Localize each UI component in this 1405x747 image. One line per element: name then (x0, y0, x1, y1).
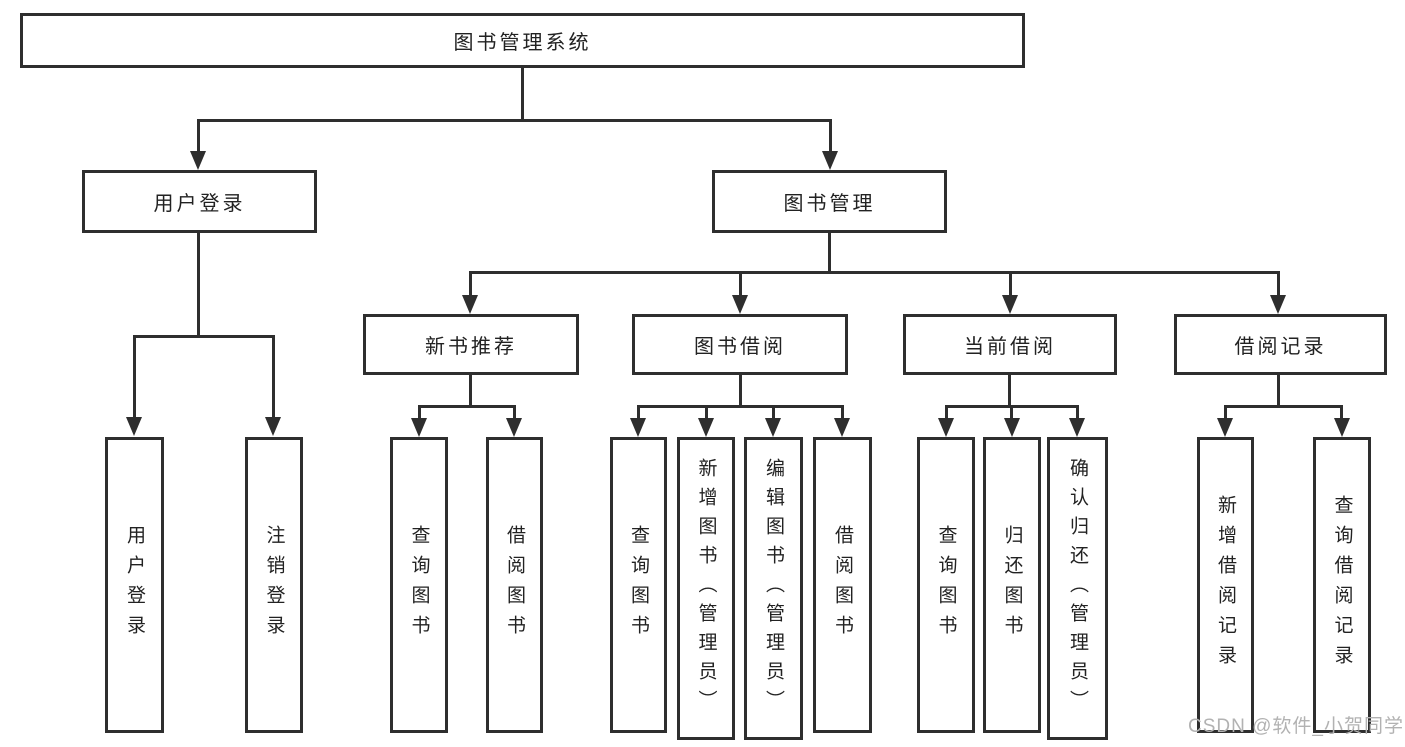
connector-arrowhead (1069, 418, 1085, 437)
root-node: 图书管理系统 (20, 13, 1025, 68)
connector-line (513, 405, 516, 420)
connector-line (1224, 405, 1343, 408)
node-book-borrow: 图书借阅 (632, 314, 848, 375)
connector-arrowhead (462, 295, 478, 314)
connector-arrowhead (126, 417, 142, 436)
connector-line (1009, 271, 1012, 297)
node-user-login: 用户登录 (82, 170, 317, 233)
connector-arrowhead (190, 151, 206, 170)
connector-arrowhead (938, 418, 954, 437)
connector-line (469, 375, 472, 407)
connector-arrowhead (834, 418, 850, 437)
connector-line (197, 119, 200, 153)
connector-line (1340, 405, 1343, 420)
connector-line (272, 335, 275, 419)
connector-arrowhead (630, 418, 646, 437)
connector-line (418, 405, 516, 408)
connector-arrowhead (732, 295, 748, 314)
root-node-label: 图书管理系统 (453, 32, 592, 54)
connector-line (133, 335, 275, 338)
connector-line (637, 405, 640, 420)
connector-arrowhead (765, 418, 781, 437)
leaf-borrow-books: 借阅图书 (813, 437, 872, 733)
connector-arrowhead (1002, 295, 1018, 314)
connector-line (469, 271, 472, 297)
connector-arrowhead (506, 418, 522, 437)
leaf-query-books-current: 查询图书 (917, 437, 975, 733)
leaf-return-book: 归还图书 (983, 437, 1041, 733)
leaf-borrow-books-recommend: 借阅图书 (486, 437, 543, 733)
connector-line (1277, 375, 1280, 407)
leaf-query-borrow-record: 查询借阅记录 (1313, 437, 1371, 733)
leaf-confirm-return-admin: 确认归还（管理员） (1047, 437, 1108, 740)
connector-line (705, 405, 708, 420)
node-borrow-records-label: 借阅记录 (1234, 336, 1327, 358)
connector-line (1076, 405, 1079, 420)
node-borrow-records: 借阅记录 (1174, 314, 1387, 375)
connector-line (1277, 271, 1280, 297)
connector-arrowhead (1270, 295, 1286, 314)
connector-line (1010, 405, 1013, 420)
node-new-book-recommend-label: 新书推荐 (425, 336, 517, 358)
leaf-user-login: 用户登录 (105, 437, 164, 733)
connector-line (1224, 405, 1227, 420)
connector-line (829, 119, 832, 153)
connector-line (637, 405, 844, 408)
leaf-query-books-borrow: 查询图书 (610, 437, 667, 733)
leaf-query-books-recommend: 查询图书 (390, 437, 448, 733)
leaf-add-borrow-record: 新增借阅记录 (1197, 437, 1254, 733)
node-current-borrow-label: 当前借阅 (964, 336, 1056, 358)
leaf-add-book-admin: 新增图书（管理员） (677, 437, 735, 740)
connector-line (521, 66, 524, 122)
connector-arrowhead (1217, 418, 1233, 437)
connector-arrowhead (411, 418, 427, 437)
watermark: CSDN @软件_小贺同学 (1188, 716, 1404, 737)
node-current-borrow: 当前借阅 (903, 314, 1117, 375)
connector-line (739, 271, 742, 297)
connector-line (739, 375, 742, 407)
connector-line (197, 119, 832, 122)
connector-arrowhead (1004, 418, 1020, 437)
leaf-edit-book-admin: 编辑图书（管理员） (744, 437, 803, 740)
connector-arrowhead (265, 417, 281, 436)
connector-arrowhead (698, 418, 714, 437)
node-book-management: 图书管理 (712, 170, 947, 233)
node-user-login-label: 用户登录 (153, 193, 246, 215)
connector-line (828, 233, 831, 274)
connector-line (945, 405, 948, 420)
connector-line (772, 405, 775, 420)
connector-line (1008, 375, 1011, 407)
leaf-logout: 注销登录 (245, 437, 303, 733)
connector-arrowhead (822, 151, 838, 170)
connector-arrowhead (1334, 418, 1350, 437)
connector-line (197, 233, 200, 338)
connector-line (133, 335, 136, 419)
connector-line (841, 405, 844, 420)
node-book-management-label: 图书管理 (783, 193, 876, 215)
node-new-book-recommend: 新书推荐 (363, 314, 579, 375)
connector-line (469, 271, 1280, 274)
connector-line (418, 405, 421, 420)
node-book-borrow-label: 图书借阅 (694, 336, 786, 358)
